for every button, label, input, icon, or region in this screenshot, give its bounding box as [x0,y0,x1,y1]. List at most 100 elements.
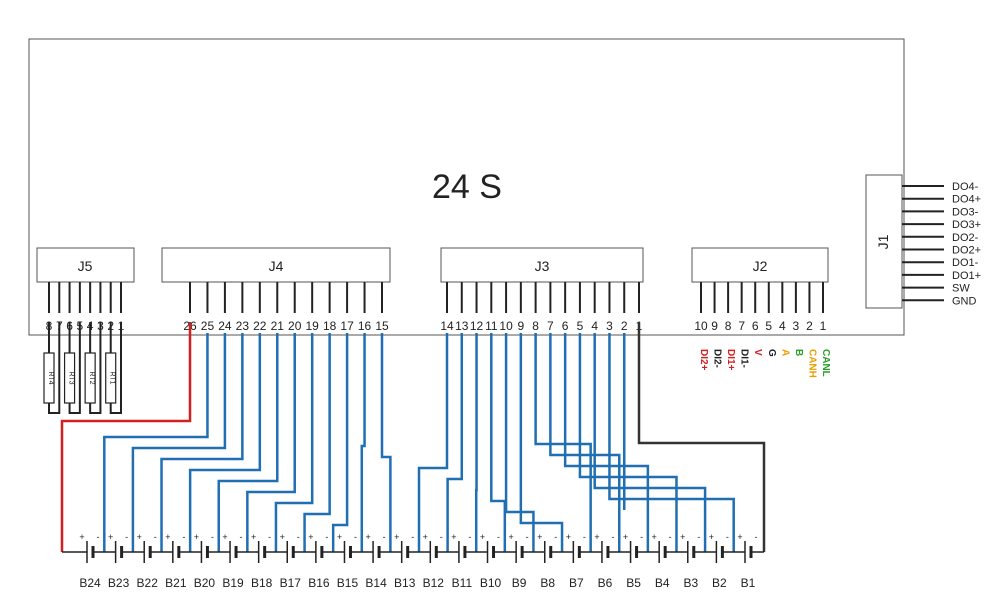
j4-pin-number: 15 [375,319,389,333]
cell-plus-sign: + [709,532,714,542]
bms-board [28,38,905,336]
cell-plus-sign: + [537,532,542,542]
cell-minus-sign: - [497,532,500,542]
cell-minus-sign: - [297,532,300,542]
cell-minus-sign: - [240,532,243,542]
wire-sense-7 [274,333,314,552]
cell-minus-sign: - [697,532,700,542]
j4-pin-number: 16 [358,319,372,333]
j3-pin-number: 10 [499,319,513,333]
wire-sense-21 [578,333,678,552]
j3-pin-number: 13 [455,319,469,333]
j2-pin-number: 1 [820,319,827,333]
thermistor-label: RT4 [47,371,54,384]
wire-sense-6 [246,333,296,552]
wire-sense-20 [563,333,650,552]
j4-pin-number: 22 [253,319,267,333]
wire-sense-2 [131,333,227,552]
j4-connector [161,247,391,283]
thermistor-rt3 [63,352,76,404]
cell-label-b7: B7 [569,576,584,590]
wire-sense-23 [608,333,735,552]
cell-plus-sign: + [280,532,285,542]
cell-minus-sign: - [268,532,271,542]
cell-minus-sign: - [97,532,100,542]
j1-pin-label: DO2- [952,232,979,244]
j2-pin-number: 5 [765,319,772,333]
cell-plus-sign: + [394,532,399,542]
j2-pin-number: 6 [752,319,759,333]
j5-label: J5 [78,258,93,274]
cell-label-b4: B4 [655,576,670,590]
cell-label-b21: B21 [165,576,187,590]
cell-label-b20: B20 [194,576,216,590]
j3-pin-number: 12 [470,319,484,333]
cell-label-b8: B8 [540,576,555,590]
j2-signal-label: A [779,349,790,356]
cell-plus-sign: + [566,532,571,542]
j4-pin-number: 19 [306,319,320,333]
j2-signal-label: B [793,349,804,356]
j4-pin-number: 20 [288,319,302,333]
j2-signal-label: V [752,349,763,356]
cell-minus-sign: - [583,532,586,542]
j4-pin-number: 18 [323,319,337,333]
cell-minus-sign: - [554,532,557,542]
cell-plus-sign: + [251,532,256,542]
j1-pin-label: DO4+ [952,194,981,206]
j2-signal-label: DI1+ [725,349,736,371]
j3-pin-number: 2 [621,319,628,333]
cell-plus-sign: + [652,532,657,542]
cell-plus-sign: + [594,532,599,542]
wire-sense-11 [380,333,392,552]
cell-label-b14: B14 [365,576,387,590]
j4-pin-number: 25 [201,319,215,333]
j2-pin-number: 8 [725,319,732,333]
cell-minus-sign: - [411,532,414,542]
j1-pin-label: DO4- [952,181,979,193]
cell-plus-sign: + [337,532,342,542]
wire-sense-4 [188,333,262,552]
j5-connector [36,247,135,283]
j2-pin-number: 3 [793,319,800,333]
j4-pin-number: 24 [218,319,232,333]
wire-sense-15 [490,333,507,552]
battery-string: +-B24+-B23+-B22+-B21+-B20+-B19+-B18+-B17… [62,532,764,590]
cell-plus-sign: + [365,532,370,542]
wire-sense-9 [331,333,349,552]
j3-pin-number: 3 [606,319,613,333]
j2-signal-label: CANL [820,349,831,377]
j3-label: J3 [535,258,550,274]
cell-plus-sign: + [737,532,742,542]
wire-sense-17 [519,333,564,552]
cell-label-b5: B5 [626,576,641,590]
cell-plus-sign: + [680,532,685,542]
j1-connector [865,174,903,309]
j3-pin-number: 14 [440,319,454,333]
cell-label-b24: B24 [79,576,101,590]
j2-pin-number: 2 [806,319,813,333]
cell-minus-sign: - [211,532,214,542]
j4-pin-number: 23 [236,319,250,333]
j3-pin-number: 9 [518,319,525,333]
j1-pin-label: GND [952,295,977,307]
cell-minus-sign: - [325,532,328,542]
cell-plus-sign: + [165,532,170,542]
j1-pin-label: SW [952,283,970,295]
cell-label-b6: B6 [598,576,613,590]
thermistor-rt2 [84,352,96,404]
wires [60,322,766,552]
j2-signal-label: G [766,349,777,357]
j2-pin-number: 4 [779,319,786,333]
cell-plus-sign: + [222,532,227,542]
thermistor-lead [109,322,122,414]
j2-signal-label: DI2+ [698,349,709,371]
thermistor-rt1 [105,352,117,404]
cell-minus-sign: - [755,532,758,542]
cell-label-b2: B2 [712,576,727,590]
j2-signal-label: CANH [806,349,817,378]
cell-minus-sign: - [640,532,643,542]
j3-pin-number: 8 [532,319,539,333]
cell-label-b13: B13 [394,576,416,590]
